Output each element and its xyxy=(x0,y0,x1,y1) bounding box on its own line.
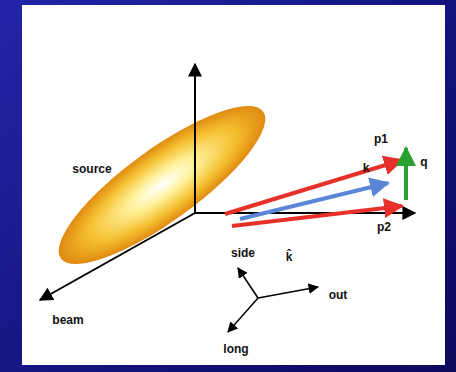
side-axis xyxy=(238,268,258,298)
axis-label: beam xyxy=(52,314,83,327)
pair-momentum-arrow xyxy=(240,183,388,219)
momentum-label: p1 xyxy=(374,133,388,146)
pair-momentum-label: k xyxy=(363,162,370,175)
vertical-axis xyxy=(194,64,196,213)
direction-label: k̂ xyxy=(286,251,293,264)
axis-label: side xyxy=(231,247,255,260)
source-ellipse xyxy=(40,82,285,287)
beam-axis xyxy=(40,213,195,300)
axis-label: long xyxy=(223,343,248,356)
momentum-label: p2 xyxy=(377,221,391,234)
axis-label: out xyxy=(329,289,348,302)
long-axis xyxy=(228,298,258,332)
relative-momentum-label: q xyxy=(420,156,427,169)
out-axis xyxy=(258,287,318,298)
relative-momentum-arrow xyxy=(404,148,408,200)
source-label: source xyxy=(72,163,111,176)
